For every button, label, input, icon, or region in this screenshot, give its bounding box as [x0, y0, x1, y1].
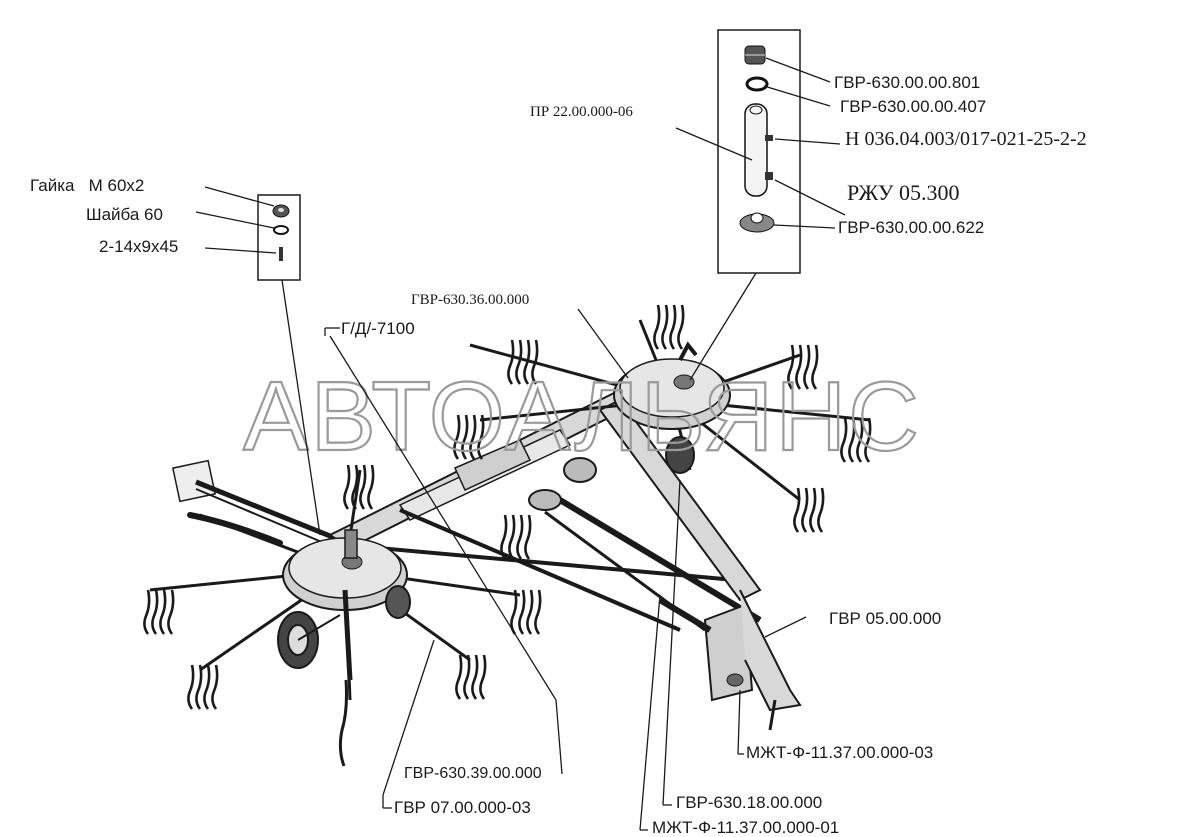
- key-icon: [279, 247, 283, 261]
- label-gvr05: ГВР 05.00.000: [829, 609, 941, 628]
- label-gvr-407: ГВР-630.00.00.407: [840, 97, 986, 116]
- hitch-plate: [171, 459, 217, 503]
- label-gvr-18: ГВР-630.18.00.000: [676, 793, 822, 812]
- label-mzht-03: МЖТ-Ф-11.37.00.000-03: [746, 743, 933, 762]
- left-wheel: [277, 611, 341, 669]
- label-gd-7100: Г/Д/-7100: [341, 319, 415, 338]
- label-nut-m60: Гайка М 60х2: [30, 176, 144, 195]
- bolt-head-icon: [744, 45, 766, 65]
- watermark-text: АВТОАЛЬЯНС: [243, 361, 921, 471]
- rake-machine-illustration: [144, 305, 870, 767]
- label-gvr-801: ГВР-630.00.00.801: [834, 73, 980, 92]
- label-gvr07: ГВР 07.00.000-03: [394, 798, 531, 817]
- label-gvr-39: ГВР-630.39.00.000: [404, 765, 542, 782]
- spring-washer-icon: [745, 76, 769, 92]
- label-pr22: ПР 22.00.000-06: [530, 104, 633, 120]
- label-mzht-01: МЖТ-Ф-11.37.00.000-01: [652, 818, 839, 837]
- label-gvr-36: ГВР-630.36.00.000: [411, 292, 529, 308]
- label-gvr-622: ГВР-630.00.00.622: [838, 218, 984, 237]
- label-n036: Н 036.04.003/017-021-25-2-2: [845, 128, 1087, 150]
- label-key-2-14: 2-14х9х45: [99, 237, 178, 256]
- label-rzhu: РЖУ 05.300: [847, 180, 959, 205]
- nut-icon: [272, 204, 290, 218]
- pin-icon: [744, 103, 773, 197]
- bushing-icon: [739, 212, 775, 233]
- washer-icon: [273, 225, 289, 235]
- label-washer-60: Шайба 60: [86, 205, 163, 224]
- leader-lines: [195, 57, 846, 831]
